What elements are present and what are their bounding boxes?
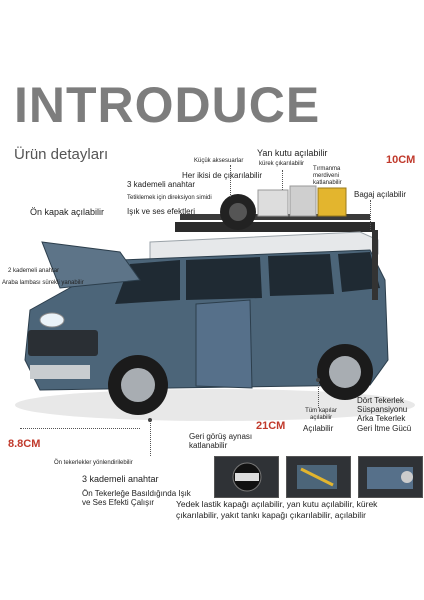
car-illustration: [15, 185, 415, 421]
page-title: INTRODUCE: [14, 77, 321, 133]
label-suspension: Dört Tekerlek Süspansiyonu Arka Tekerlek…: [357, 396, 412, 433]
dimension-height: 10CM: [386, 154, 416, 166]
thumb-spare-tire: [214, 456, 279, 498]
thumb-fuel-tank: [358, 456, 423, 498]
label-shovel: kürek çıkarılabilir: [259, 161, 305, 167]
label-openable: Açılabilir: [303, 424, 334, 433]
label-front-hood: Ön kapak açılabilir: [30, 207, 105, 217]
dimension-length: 21CM: [256, 420, 286, 432]
label-light-sound: Işık ve ses efektleri: [127, 207, 196, 216]
page-subtitle: Ürün detayları: [14, 146, 109, 163]
label-3level-bottom: 3 kademeli anahtar: [82, 474, 159, 484]
label-accessories: Küçük aksesuarlar: [194, 158, 244, 164]
label-3level-top: 3 kademeli anahtar: [127, 180, 196, 189]
label-front-wheel-press: Ön Tekerleğe Basıldığında Işık ve Ses Ef…: [82, 489, 191, 508]
label-all-doors: Tüm kapılar açılabilir: [305, 408, 337, 421]
bottom-caption: Yedek lastik kapağı açılabilir, yan kutu…: [176, 499, 378, 521]
label-side-box: Yan kutu açılabilir: [257, 148, 328, 158]
thumb-side-box: [286, 456, 351, 498]
label-2level: 2 kademeli anahtar: [8, 268, 60, 274]
label-car-lights: Araba lambası sürekli yanabilir: [2, 280, 84, 286]
label-climb-ladder: Tırmanma merdiveni katlanabilir: [313, 166, 342, 186]
label-trunk: Bagaj açılabilir: [354, 190, 407, 199]
dimension-width: 8.8CM: [8, 438, 41, 450]
label-both-doors: Her ikisi de çıkarılabilir: [182, 171, 263, 180]
label-mirror: Geri görüş aynası katlanabilir: [189, 432, 253, 451]
label-front-wheels: Ön tekerlekler yönlendirilebilir: [54, 460, 133, 466]
label-steering: Tetiklemek için direksiyon simidi: [127, 195, 212, 201]
